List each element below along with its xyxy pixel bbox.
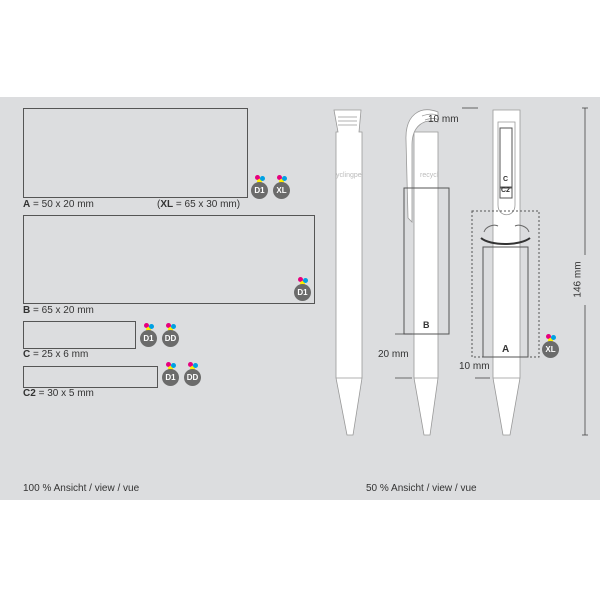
print-area-b [403,187,450,335]
area-b-label: B = 65 x 20 mm [23,305,94,316]
brand-print-1: yclingpe [336,172,362,179]
pen-back-clip [497,121,516,216]
caption-left: 100 % Ansicht / view / vue [23,483,140,494]
label-c2: C2 [501,187,510,194]
dim-total: 146 mm [572,261,584,298]
badge-dd: DD [184,362,201,386]
area-a-box [23,108,248,198]
badge-d1: D1 [251,175,268,199]
xl-note: (XL = 65 x 30 mm) [157,199,241,210]
caption-right: 50 % Ansicht / view / vue [366,483,477,494]
badge-d1: D1 [140,323,157,347]
area-c2-box [23,366,158,388]
dim-side: 20 mm [378,349,409,360]
label-b: B [423,320,430,330]
dim-top: 10 mm [428,114,459,125]
print-area-c2 [499,187,513,199]
brand-print-2: recycl [420,172,439,179]
badge-d1: D1 [162,362,179,386]
area-c-box [23,321,136,349]
badge-xl: XL [542,334,559,358]
pen-clip [405,109,439,223]
print-area-xl [471,210,540,358]
label-a: A [502,344,510,355]
print-area-a [482,246,529,358]
area-b-box [23,215,315,304]
area-c-label: C = 25 x 6 mm [23,349,89,360]
area-a-label: A = 50 x 20 mm [23,199,94,210]
dim-bottom: 10 mm [459,361,490,372]
pen-front [333,109,363,436]
badge-xl: XL [273,175,290,199]
print-area-c [499,127,513,188]
badge-dd: DD [162,323,179,347]
badge-d1: D1 [294,277,311,301]
area-c2-label: C2 = 30 x 5 mm [23,388,94,399]
label-c: C [503,176,509,183]
